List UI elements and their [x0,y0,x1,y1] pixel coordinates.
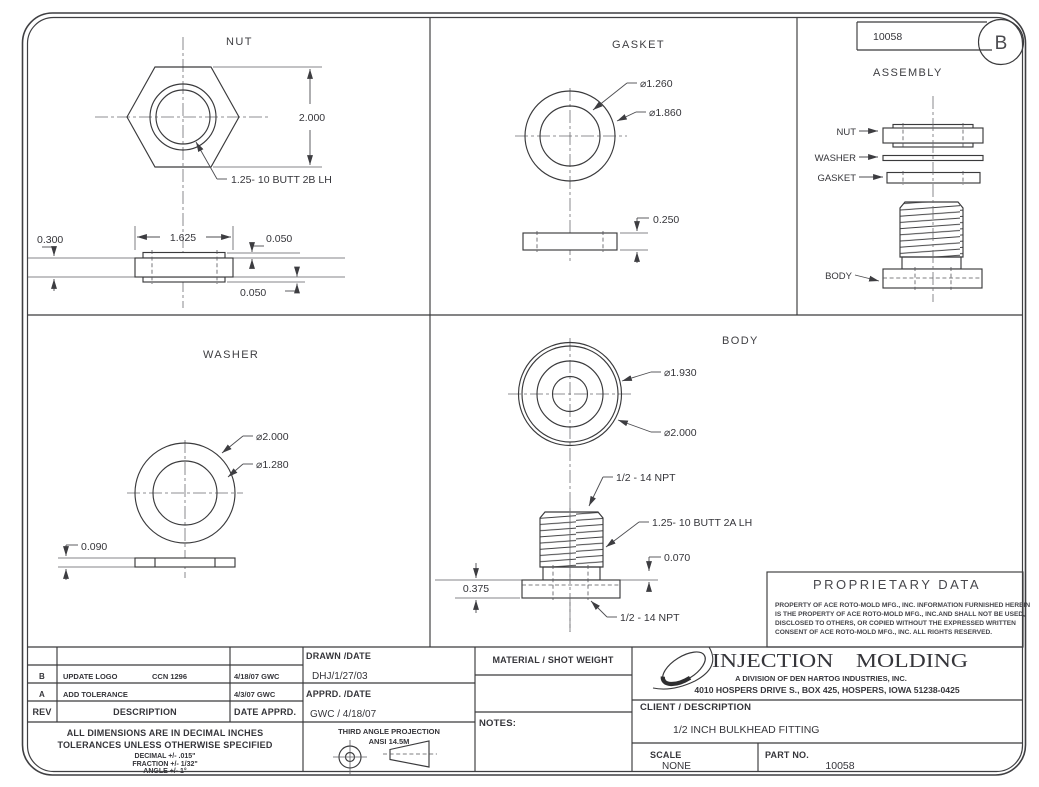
body-title: BODY [722,335,759,347]
nut-dim-lip-top: 0.050 [266,233,292,245]
part-number-box-value: 10058 [873,31,902,43]
nut-dim-panel: 0.300 [37,234,63,246]
material-notes-block: MATERIAL / SHOT WEIGHT NOTES: [479,655,614,729]
rev-header-description: DESCRIPTION [113,707,177,717]
assembly-label-body: BODY [825,271,853,282]
gasket-dim-thk: 0.250 [653,214,679,226]
company-name: INJECTION MOLDING [712,650,968,672]
body-dim-od: ⌀2.000 [664,427,697,439]
view-dividers [27,18,1023,647]
nut-thread-note: 1.25- 10 BUTT 2B LH [231,174,332,186]
body-thread-note: 1.25- 10 BUTT 2A LH [652,517,752,529]
tolerance-line-1: ALL DIMENSIONS ARE IN DECIMAL INCHES [67,728,264,738]
company-address: 4010 HOSPERS DRIVE S., BOX 425, HOSPERS,… [694,685,959,695]
drawn-label: DRAWN /DATE [306,651,371,661]
gasket-front-view: GASKET ⌀1.260 ⌀1.860 [515,39,682,262]
nut-title: NUT [226,36,253,48]
projection-standard: ANSI 14.5M [369,737,410,746]
company-division: A DIVISION OF DEN HARTOG INDUSTRIES, INC… [735,674,907,683]
washer-dim-thk: 0.090 [81,541,107,553]
apprd-value: GWC / 4/18/07 [310,709,377,720]
body-npt-bottom: 1/2 - 14 NPT [620,612,680,624]
tolerance-line-2: TOLERANCES UNLESS OTHERWISE SPECIFIED [57,740,272,750]
proprietary-line: IS THE PROPERTY OF ACE ROTO-MOLD MFG., I… [775,611,1025,618]
revision-balloon: B [977,18,1025,66]
proprietary-line: DISCLOSED TO OTHERS, OR COPIED WITHOUT T… [775,620,1016,627]
proprietary-data-box: PROPRIETARY DATA PROPERTY OF ACE ROTO-MO… [766,571,1030,648]
assembly-title: ASSEMBLY [873,67,943,79]
rev-row-date: 4/18/07 GWC [234,672,280,681]
revision-letter: B [995,33,1008,54]
gasket-title: GASKET [612,39,665,51]
body-npt-top: 1/2 - 14 NPT [616,472,676,484]
tolerance-note: ALL DIMENSIONS ARE IN DECIMAL INCHES TOL… [57,728,272,775]
rev-row-letter: A [39,690,45,699]
tolerance-fraction: FRACTION +/- 1/32" [132,761,197,768]
tolerance-decimal: DECIMAL +/- .015" [135,753,196,760]
scale-label: SCALE [650,750,682,760]
washer-dim-od: ⌀2.000 [256,431,289,443]
washer-dim-id: ⌀1.280 [256,459,289,471]
notes-label: NOTES: [479,718,516,729]
title-block-grid [27,646,1023,771]
washer-title: WASHER [203,349,259,361]
nut-dim-width: 1.625 [170,232,196,244]
rev-row-date: 4/3/07 GWC [234,690,276,699]
nut-section-view: 0.300 1.625 0.050 0.050 [28,226,345,299]
body-dim-flange: 0.375 [463,583,489,595]
apprd-label: APPRD. /DATE [306,689,371,699]
proprietary-title: PROPRIETARY DATA [813,577,981,592]
body-section-view: 1.25- 10 BUTT 2A LH 0.070 0.375 1/2 - 14… [435,505,752,632]
washer-front-view: WASHER ⌀2.000 ⌀1.280 [127,349,289,578]
rev-header-date: DATE APPRD. [234,707,296,717]
assembly-view: ASSEMBLY NUT WASHER GASKET BODY [815,67,984,302]
client-label: CLIENT / DESCRIPTION [640,702,751,713]
body-dim-step: 0.070 [664,552,690,564]
nut-dim-lip-bottom: 0.050 [240,287,266,299]
nut-dim-across: 2.000 [299,112,325,124]
third-angle-projection-icon [333,740,437,774]
drawn-value: DHJ/1/27/03 [312,671,368,682]
rev-row-description: ADD TOLERANCE [63,690,128,699]
company-logo-swoosh-icon [652,646,714,690]
projection-label: THIRD ANGLE PROJECTION [338,727,440,736]
assembly-label-nut: NUT [836,127,856,138]
rev-header-rev: REV [32,707,51,717]
company-block: INJECTION MOLDING A DIVISION OF DEN HART… [640,646,968,772]
assembly-label-washer: WASHER [815,153,856,164]
partno-label: PART NO. [765,750,809,760]
body-dim-boss: ⌀1.930 [664,367,697,379]
part-number-box: 10058 [856,21,992,51]
tolerance-angle: ANGLE +/- 1° [143,767,187,775]
sheet-border [21,12,1027,776]
rev-row-note: CCN 1296 [152,672,187,681]
scale-value: NONE [662,761,691,772]
gasket-dim-id: ⌀1.260 [640,78,673,90]
gasket-section-view: 0.250 [522,214,679,263]
washer-section-view: 0.090 [58,541,236,580]
nut-front-view: NUT 2.000 1.25- 10 BUTT 2B LH [95,36,332,308]
assembly-label-gasket: GASKET [817,173,856,184]
gasket-dim-od: ⌀1.860 [649,107,682,119]
rev-row-letter: B [39,672,45,681]
part-description: 1/2 INCH BULKHEAD FITTING [673,724,819,736]
drawn-approved-block: DRAWN /DATE DHJ/1/27/03 APPRD. /DATE GWC… [306,651,440,774]
proprietary-line: CONSENT OF ACE ROTO-MOLD MFG., INC. ALL … [775,629,992,636]
revision-table: B UPDATE LOGO CCN 1296 4/18/07 GWC A ADD… [32,672,296,717]
partno-value: 10058 [825,760,854,772]
rev-row-description: UPDATE LOGO [63,672,118,681]
material-label: MATERIAL / SHOT WEIGHT [492,655,613,665]
proprietary-line: PROPERTY OF ACE ROTO-MOLD MFG., INC. INF… [775,602,1030,609]
